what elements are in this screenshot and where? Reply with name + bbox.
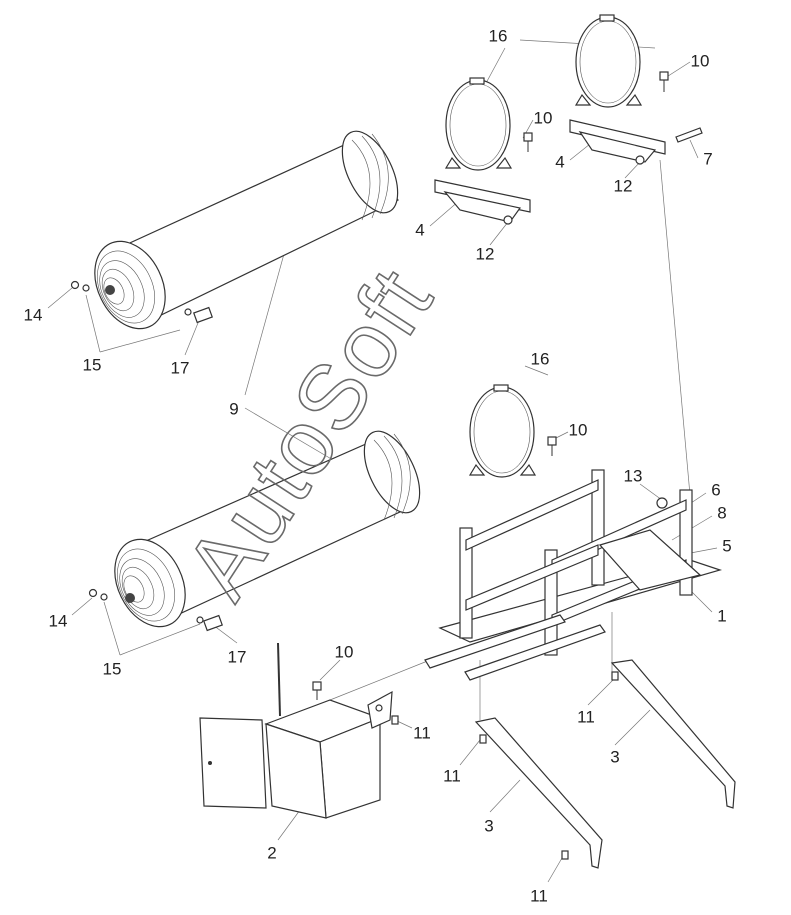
gas-cylinder-upper xyxy=(70,130,399,330)
callout-c7: 7 xyxy=(703,149,712,168)
callout-c12a: 12 xyxy=(614,176,633,195)
callout-c10c: 10 xyxy=(569,420,588,439)
callout-c1: 1 xyxy=(717,606,726,625)
callout-c17a: 17 xyxy=(171,358,190,377)
cradle-bracket-upper xyxy=(569,119,666,163)
watermark-text: AutoSoft xyxy=(166,251,452,616)
support-stay-1 xyxy=(474,717,603,869)
callout-c14b: 14 xyxy=(49,611,68,630)
support-stay-2 xyxy=(610,659,736,809)
callout-c6: 6 xyxy=(711,480,720,499)
callout-c10d: 10 xyxy=(335,642,354,661)
clamp-band-3 xyxy=(468,384,537,478)
callout-c3a: 3 xyxy=(610,747,619,766)
fasteners xyxy=(312,71,703,860)
callout-c13: 13 xyxy=(624,466,643,485)
callout-c11b: 11 xyxy=(413,723,431,742)
callout-c11a: 11 xyxy=(577,707,595,726)
callout-c16a: 16 xyxy=(489,26,508,45)
clamp-band-1 xyxy=(444,77,513,171)
clamp-band-2 xyxy=(574,14,643,108)
leader-lines xyxy=(47,39,718,883)
callout-c11d: 11 xyxy=(530,886,548,905)
callout-c4a: 4 xyxy=(555,152,564,171)
callout-c4b: 4 xyxy=(415,220,424,239)
gas-cylinder-lower xyxy=(88,430,421,632)
callout-c15b: 15 xyxy=(103,659,122,678)
callout-c16b: 16 xyxy=(531,349,550,368)
callout-c17b: 17 xyxy=(228,647,247,666)
callout-c5: 5 xyxy=(722,536,731,555)
callout-c2: 2 xyxy=(267,843,276,862)
callout-c9: 9 xyxy=(229,399,238,418)
callout-c10a: 10 xyxy=(691,51,710,70)
callout-c15a: 15 xyxy=(83,355,102,374)
cradle-bracket-lower xyxy=(434,179,531,223)
callout-c12b: 12 xyxy=(476,244,495,263)
callout-c8: 8 xyxy=(717,503,726,522)
callout-c10b: 10 xyxy=(534,108,553,127)
equipment-box xyxy=(199,642,393,819)
callout-c3b: 3 xyxy=(484,816,493,835)
callout-c11c: 11 xyxy=(443,766,461,785)
callout-c14a: 14 xyxy=(24,305,43,324)
support-frame xyxy=(424,469,723,681)
callout-labels: 16 10 10 4 7 12 4 12 14 15 17 16 9 10 13 6 8 5 1 14 10 17 15 11… xyxy=(24,26,732,905)
